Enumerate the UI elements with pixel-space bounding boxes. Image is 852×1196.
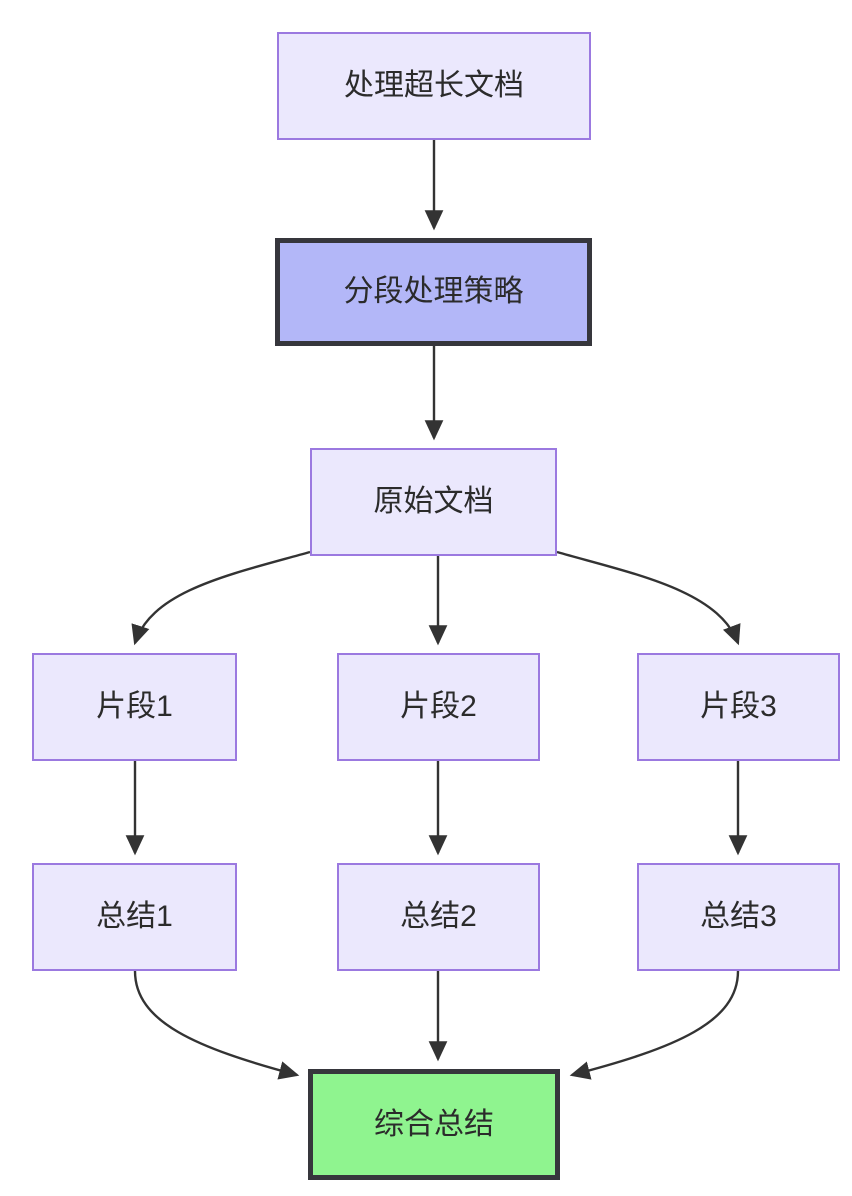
edge-source-to-chunk3 (556, 550, 741, 646)
edge-sum3-to-final (569, 970, 740, 1080)
node-label: 处理超长文档 (344, 69, 524, 102)
node-label: 综合总结 (374, 1107, 494, 1141)
node-label: 原始文档 (373, 485, 494, 518)
node-summary-1[interactable]: 总结1 (32, 863, 237, 971)
node-source-document[interactable]: 原始文档 (310, 448, 557, 556)
node-label: 片段1 (96, 690, 173, 723)
node-final-summary[interactable]: 综合总结 (308, 1069, 560, 1180)
node-label: 总结1 (96, 900, 173, 933)
node-label: 总结3 (700, 900, 777, 933)
node-label: 总结2 (400, 900, 477, 933)
node-chunk-3[interactable]: 片段3 (637, 653, 840, 761)
node-chunk-1[interactable]: 片段1 (32, 653, 237, 761)
node-process-long-document[interactable]: 处理超长文档 (277, 32, 591, 140)
node-chunking-strategy[interactable]: 分段处理策略 (275, 238, 592, 346)
node-label: 分段处理策略 (343, 275, 524, 308)
node-summary-2[interactable]: 总结2 (337, 863, 540, 971)
node-label: 片段2 (400, 690, 477, 723)
node-label: 片段3 (700, 690, 777, 723)
edge-sum1-to-final (133, 970, 300, 1080)
node-summary-3[interactable]: 总结3 (637, 863, 840, 971)
node-chunk-2[interactable]: 片段2 (337, 653, 540, 761)
edge-source-to-chunk1 (131, 550, 311, 646)
